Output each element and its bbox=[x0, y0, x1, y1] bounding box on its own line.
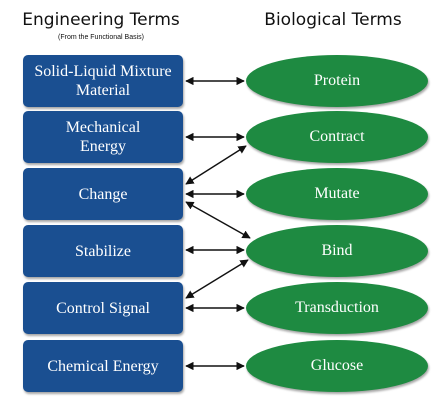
engineering-terms-subtitle: (From the Functional Basis) bbox=[58, 34, 144, 41]
bio-term-label: Protein bbox=[313, 72, 361, 89]
bio-term-protein: Protein bbox=[246, 55, 428, 107]
arrow-change-to-bind bbox=[185, 201, 251, 239]
eng-term-label: Solid-Liquid Mixture Material bbox=[34, 63, 172, 99]
eng-term-control-signal: Control Signal bbox=[23, 282, 183, 334]
engineering-terms-title: Engineering Terms bbox=[22, 10, 180, 30]
eng-term-stabilize: Stabilize bbox=[23, 225, 183, 277]
bio-term-transduction: Transduction bbox=[246, 282, 428, 334]
bio-term-glucose: Glucose bbox=[246, 340, 428, 392]
biological-terms-title: Biological Terms bbox=[264, 10, 402, 30]
arrow-control-signal-to-bind bbox=[185, 259, 249, 299]
arrow-change-to-contract bbox=[185, 145, 247, 185]
bio-term-label: Mutate bbox=[314, 185, 360, 202]
eng-term-solid-liquid-mixture-material: Solid-Liquid Mixture Material bbox=[23, 55, 183, 107]
eng-term-label: Chemical Energy bbox=[47, 357, 159, 375]
eng-term-label: Change bbox=[78, 185, 128, 203]
eng-term-label: Mechanical Energy bbox=[65, 119, 141, 155]
bio-term-bind: Bind bbox=[246, 225, 428, 277]
bio-term-contract: Contract bbox=[246, 111, 428, 163]
bio-term-label: Bind bbox=[321, 242, 353, 259]
eng-term-mechanical-energy: Mechanical Energy bbox=[23, 111, 183, 163]
eng-term-change: Change bbox=[23, 168, 183, 220]
eng-term-label: Stabilize bbox=[75, 242, 131, 260]
eng-term-label: Control Signal bbox=[56, 299, 150, 317]
bio-term-label: Transduction bbox=[295, 299, 379, 316]
bio-term-label: Glucose bbox=[310, 357, 364, 374]
eng-term-chemical-energy: Chemical Energy bbox=[23, 340, 183, 392]
bio-term-label: Contract bbox=[309, 128, 365, 145]
bio-term-mutate: Mutate bbox=[246, 168, 428, 220]
